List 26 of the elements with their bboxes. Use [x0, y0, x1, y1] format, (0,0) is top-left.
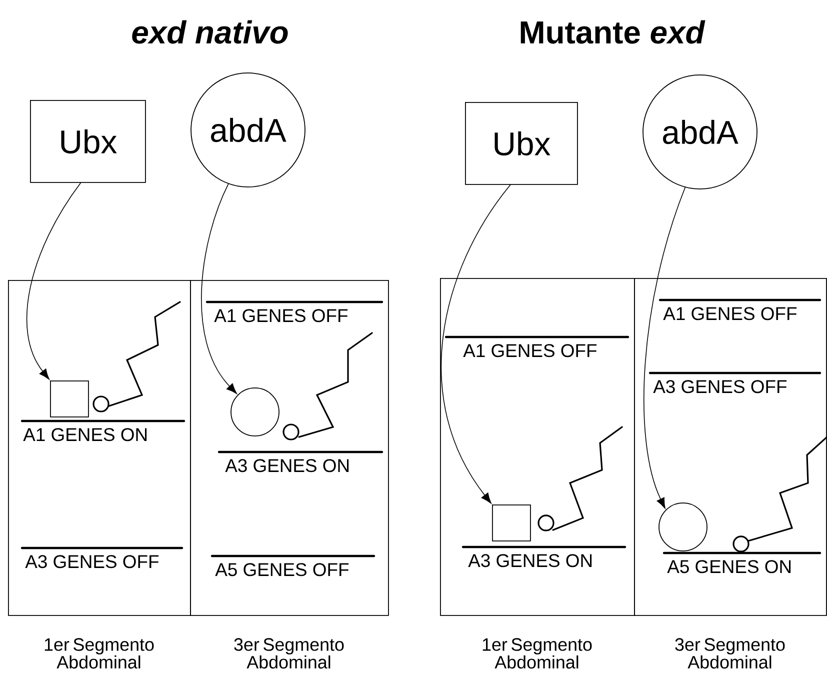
gene-state-label: A1 GENES OFF — [444, 336, 630, 358]
segment-caption: 3er Segmento Abdominal — [675, 638, 785, 669]
gene-box: Ubx — [465, 102, 578, 185]
arrow — [440, 184, 511, 504]
gene-state-label: A1 GENES OFF — [206, 300, 384, 322]
arrow — [644, 187, 686, 509]
protein-square — [50, 380, 89, 418]
panel-title: Mutante exd — [520, 20, 706, 44]
segment-caption: 1er Segmento Abdominal — [482, 638, 592, 669]
protein-square — [492, 504, 531, 542]
protein-circle — [658, 502, 708, 552]
gene-state-label: A3 GENES OFF — [648, 372, 822, 394]
gene-state-label: A1 GENES ON — [20, 420, 186, 442]
gene-state-label: A3 GENES ON — [462, 546, 626, 568]
gene-state-label: A1 GENES OFF — [658, 298, 822, 320]
segment-caption: 3er Segmento Abdominal — [234, 638, 344, 669]
arrow — [201, 184, 237, 394]
gene-state-label: A5 GENES ON — [662, 552, 822, 574]
arrow — [26, 182, 82, 380]
gene-state-label: A3 GENES ON — [218, 450, 384, 472]
gene-box: Ubx — [30, 100, 146, 183]
gene-state-label: A5 GENES OFF — [210, 554, 376, 576]
segment-caption: 1er Segmento Abdominal — [44, 638, 154, 669]
gene-state-label: A3 GENES OFF — [20, 546, 184, 568]
panel-title: exd nativo — [132, 20, 288, 44]
protein-circle — [230, 388, 280, 436]
